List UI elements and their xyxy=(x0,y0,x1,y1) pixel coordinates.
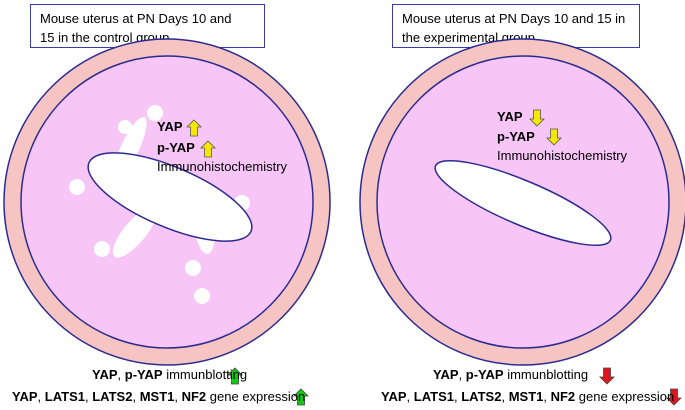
experimental-lumen xyxy=(434,159,612,247)
control-method-label: Immunohistochemistry xyxy=(157,159,288,174)
experimental-group-title: Mouse uterus at PN Days 10 and 15 in the… xyxy=(392,4,640,48)
experimental-method-label: Immunohistochemistry xyxy=(497,148,628,163)
experimental-blot-text: YAP, p-YAP immunblotting xyxy=(433,367,589,382)
experimental-yap-label: YAP xyxy=(497,109,523,124)
control-uterus-cross-section xyxy=(3,38,331,366)
experimental-blot-down-arrow-icon xyxy=(599,367,615,385)
control-blot-text: YAP, p-YAP immunblotting xyxy=(92,367,248,382)
control-group-title: Mouse uterus at PN Days 10 and 15 in the… xyxy=(30,4,265,48)
control-lumen xyxy=(87,152,253,242)
control-pyap-label: p-YAP xyxy=(157,140,195,155)
control-gene-text: YAP, LATS1, LATS2, MST1, NF2 gene expres… xyxy=(12,389,306,404)
experimental-gene-text: YAP, LATS1, LATS2, MST1, NF2 gene expres… xyxy=(381,389,675,404)
control-yap-label: YAP xyxy=(157,119,183,134)
experimental-pyap-label: p-YAP xyxy=(497,129,535,144)
experimental-uterus-cross-section xyxy=(359,38,685,366)
